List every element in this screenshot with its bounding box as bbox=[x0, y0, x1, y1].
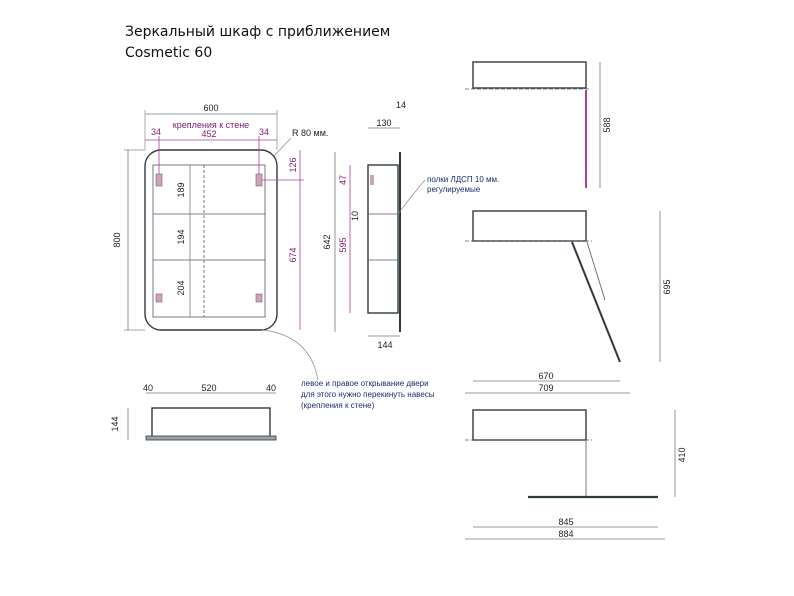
dim-radius: R 80 мм. bbox=[292, 128, 328, 138]
shelf-note-line-2: регулируемые bbox=[427, 185, 481, 194]
dim-height-800: 800 bbox=[112, 232, 122, 247]
cabinet-inner bbox=[152, 164, 266, 318]
dim-depth-130: 130 bbox=[376, 118, 391, 128]
extended-view: 410 845 884 bbox=[465, 409, 687, 540]
open-door bbox=[571, 241, 621, 363]
dim-mount-center-452: 452 bbox=[201, 129, 216, 139]
door-note: левое и правое открывание двери для этог… bbox=[261, 329, 435, 410]
dim-open-670: 670 bbox=[538, 371, 553, 381]
dim-top-126: 126 bbox=[288, 157, 298, 172]
dim-width-600: 600 bbox=[203, 103, 218, 113]
shelf-note-line-1: полки ЛДСП 10 мм. bbox=[427, 175, 499, 184]
dim-bottom-144: 144 bbox=[377, 340, 392, 350]
open-view: 695 670 709 bbox=[465, 210, 672, 394]
hinge-left bbox=[155, 293, 163, 303]
title-block: Зеркальный шкаф с приближением Cosmetic … bbox=[125, 22, 390, 64]
dim-door-14: 14 bbox=[396, 100, 406, 110]
title-line-2: Cosmetic 60 bbox=[125, 45, 213, 61]
cabinet-outline bbox=[144, 149, 278, 331]
extended-body bbox=[472, 409, 587, 441]
dim-height-595: 595 bbox=[338, 237, 348, 252]
dim-height-642: 642 bbox=[322, 234, 332, 249]
closed-view: 588 bbox=[465, 61, 612, 188]
door-note-leader bbox=[261, 329, 319, 381]
dim-shelf-194: 194 bbox=[176, 229, 186, 244]
title-line-1: Зеркальный шкаф с приближением bbox=[125, 24, 391, 40]
dim-shelf-189: 189 bbox=[176, 182, 186, 197]
top-view-body bbox=[151, 407, 271, 439]
dim-shelf-204: 204 bbox=[176, 280, 186, 295]
dim-extended-410: 410 bbox=[677, 447, 687, 462]
mount-bracket-left bbox=[155, 173, 163, 187]
closed-body bbox=[472, 61, 587, 89]
open-body bbox=[472, 210, 587, 242]
radius-leader bbox=[273, 137, 292, 157]
side-body bbox=[367, 164, 399, 314]
dim-closed-588: 588 bbox=[602, 117, 612, 132]
mount-bracket-right bbox=[255, 173, 263, 187]
dim-extended-845: 845 bbox=[558, 517, 573, 527]
front-view: 600 крепления к стене 34 452 34 R 80 мм.… bbox=[112, 103, 328, 331]
door-note-line-1: левое и правое открывание двери bbox=[301, 379, 429, 388]
dim-open-695: 695 bbox=[662, 279, 672, 294]
top-view: 40 520 40 144 bbox=[110, 383, 277, 441]
shelf-note-leader bbox=[397, 179, 426, 215]
dim-mount-right-34: 34 bbox=[259, 127, 269, 137]
open-arm bbox=[586, 241, 606, 301]
dim-top-depth-144: 144 bbox=[110, 416, 120, 431]
dim-open-709: 709 bbox=[538, 383, 553, 393]
dim-top-left-40: 40 bbox=[143, 383, 153, 393]
dim-shelf-thk-10: 10 bbox=[350, 211, 360, 221]
mount-label: крепления к стене bbox=[173, 120, 249, 130]
side-view: 130 14 642 47 595 10 144 полки ЛДСП 10 м… bbox=[322, 100, 499, 350]
hinge-right bbox=[255, 293, 263, 303]
dim-extended-884: 884 bbox=[558, 529, 573, 539]
top-view-door bbox=[145, 435, 277, 441]
dim-mount-left-34: 34 bbox=[151, 127, 161, 137]
dim-top-right-40: 40 bbox=[266, 383, 276, 393]
dim-shelf-gap-47: 47 bbox=[338, 175, 348, 185]
door-note-line-3: (крепления к стене) bbox=[301, 401, 375, 410]
dim-top-center-520: 520 bbox=[201, 383, 216, 393]
side-bracket bbox=[370, 175, 374, 185]
dim-mount-674: 674 bbox=[288, 247, 298, 262]
door-note-line-2: для этого нужно перекинуть навесы bbox=[301, 390, 435, 399]
